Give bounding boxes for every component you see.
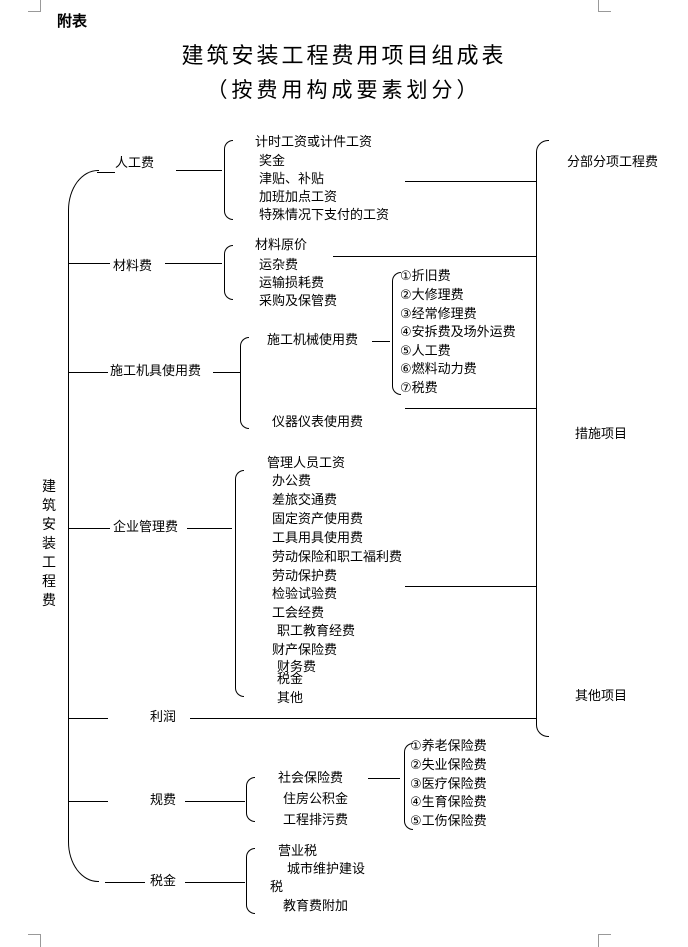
item: 材料原价 [255, 238, 308, 253]
connector-line [69, 528, 110, 529]
item: 税金 [277, 672, 304, 687]
connector-line [405, 586, 536, 587]
bracket [392, 272, 401, 395]
item: 加班加点工资 [259, 190, 338, 205]
item: 差旅交通费 [272, 493, 338, 508]
bracket [246, 777, 255, 822]
right-label: 其他项目 [575, 689, 628, 704]
item: ④安拆费及场外运费 [400, 325, 516, 340]
connector-line [69, 372, 108, 373]
item: ①折旧费 [400, 269, 451, 284]
item: 运杂费 [259, 258, 299, 273]
item: 津贴、补贴 [259, 172, 325, 187]
right-bracket [536, 140, 549, 737]
root-bracket [68, 170, 99, 882]
item: 职工教育经费 [277, 624, 356, 639]
item: 运输损耗费 [259, 276, 325, 291]
connector-line [69, 263, 110, 264]
item: 工会经费 [272, 606, 325, 621]
connector-line [69, 801, 108, 802]
subcategory-machine: 施工机械使用费 [267, 333, 359, 348]
connector-line [187, 528, 232, 529]
item: 特殊情况下支付的工资 [259, 208, 390, 223]
category-management: 企业管理费 [113, 520, 179, 535]
item: ⑦税费 [400, 381, 438, 396]
item: 采购及保管费 [259, 294, 338, 309]
page-subtitle: （按费用构成要素划分） [206, 78, 482, 102]
item: 检验试验费 [272, 587, 338, 602]
connector-line [105, 882, 145, 883]
subcategory-pollution: 工程排污费 [283, 813, 349, 828]
bracket [404, 743, 413, 830]
connector-line [372, 341, 390, 342]
connector-line [190, 718, 536, 719]
item: 固定资产使用费 [272, 512, 364, 527]
connector-line [165, 263, 222, 264]
category-machinery: 施工机具使用费 [110, 364, 202, 379]
item: ⑤工伤保险费 [410, 814, 487, 829]
item: 办公费 [272, 474, 312, 489]
page-title: 建筑安装工程费用项目组成表 [181, 44, 507, 69]
right-label: 分部分项工程费 [567, 155, 659, 170]
item: 城市维护建设 [287, 862, 366, 877]
item: 教育费附加 [283, 899, 349, 914]
category-labor: 人工费 [115, 156, 155, 171]
item: 财产保险费 [272, 643, 338, 658]
item: ②失业保险费 [410, 758, 487, 773]
item: ⑥燃料动力费 [400, 362, 477, 377]
item: 计时工资或计件工资 [255, 135, 373, 150]
item: ⑤人工费 [400, 344, 451, 359]
item: 工具用具使用费 [272, 531, 364, 546]
category-tax: 税金 [150, 874, 177, 889]
connector-line [176, 170, 222, 171]
item: 劳动保护费 [272, 569, 338, 584]
corner-mark [28, 0, 41, 12]
item: 管理人员工资 [267, 456, 346, 471]
corner-mark [598, 934, 611, 947]
connector-line [333, 256, 536, 257]
connector-line [69, 718, 108, 719]
item: ③医疗保险费 [410, 777, 487, 792]
item: ②大修理费 [400, 288, 464, 303]
category-profit: 利润 [150, 710, 177, 725]
item: ④生育保险费 [410, 795, 487, 810]
connector-line [405, 408, 536, 409]
bracket [240, 337, 249, 429]
item: 奖金 [259, 154, 286, 169]
corner-mark [28, 934, 41, 947]
category-fees: 规费 [150, 793, 177, 808]
subcategory-social: 社会保险费 [278, 771, 344, 786]
bracket [246, 848, 255, 914]
connector-line [185, 882, 245, 883]
item: 财务费 [277, 660, 317, 675]
bracket [224, 245, 233, 300]
item: 其他 [277, 691, 304, 706]
connector-line [97, 172, 115, 173]
root-node: 建筑安装工程费 [42, 479, 56, 609]
item: ①养老保险费 [410, 739, 487, 754]
bracket [224, 140, 233, 220]
subcategory-instrument: 仪器仪表使用费 [272, 415, 364, 430]
category-material: 材料费 [113, 259, 153, 274]
item: 税 [270, 880, 284, 895]
connector-line [213, 372, 240, 373]
connector-line [368, 778, 400, 779]
item: 劳动保险和职工福利费 [272, 550, 403, 565]
connector-line [405, 181, 536, 182]
right-label: 措施项目 [575, 427, 628, 442]
appendix-label: 附表 [57, 12, 88, 30]
corner-mark [598, 0, 611, 12]
subcategory-housing: 住房公积金 [283, 792, 349, 807]
bracket [235, 470, 244, 697]
item: ③经常修理费 [400, 307, 477, 322]
connector-line [185, 801, 245, 802]
item: 营业税 [278, 844, 318, 859]
